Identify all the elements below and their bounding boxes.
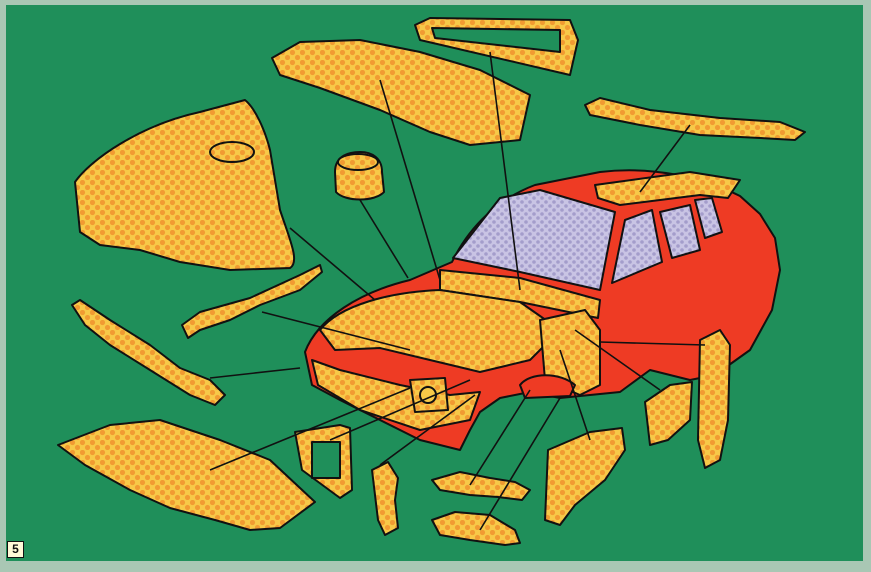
wheel-arch: [520, 375, 575, 398]
headlamp-surround-opening: [312, 442, 340, 478]
turret-top: [338, 154, 378, 170]
figure-number-badge: 5: [7, 541, 24, 558]
